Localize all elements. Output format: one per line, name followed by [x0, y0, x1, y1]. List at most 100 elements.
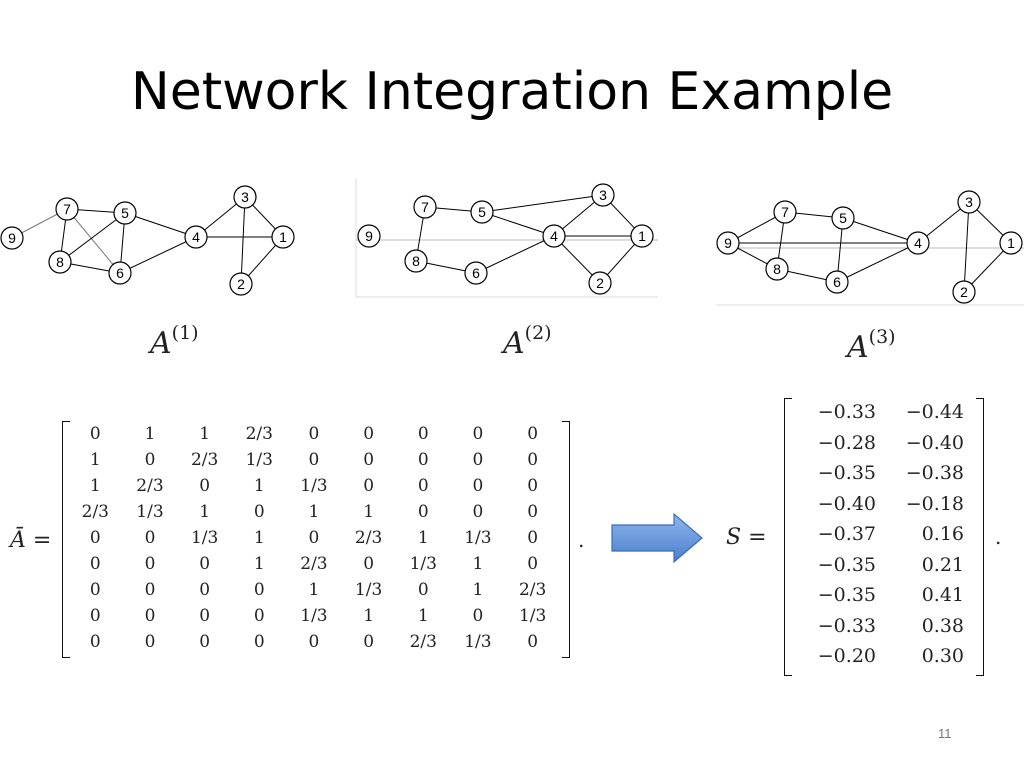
- matrix-cell: 0: [253, 502, 265, 522]
- matrix-cell: 0: [144, 554, 156, 574]
- svg-text:2: 2: [596, 275, 604, 291]
- page-number: 11: [938, 726, 952, 741]
- matrix-cell: 0: [144, 528, 156, 548]
- matrix-cell: 0: [144, 632, 156, 652]
- graph-a2-svg: 9 7 5 8 6 4 3 1 2: [355, 178, 658, 298]
- graph-a3: 9 7 5 8 6 4 3 1 2: [716, 175, 1024, 315]
- matrix-cell: 1/3: [300, 606, 328, 626]
- matrix-cell: 0: [363, 476, 375, 496]
- matrix-cell: −0.28: [817, 431, 876, 454]
- matrix-cell: 1/3: [245, 450, 273, 470]
- svg-text:9: 9: [8, 230, 16, 246]
- graph-a3-node-1: 1: [999, 231, 1023, 255]
- matrix-cell: 0: [89, 424, 101, 444]
- matrix-cell: 0.30: [921, 645, 964, 668]
- matrix-cell: −0.37: [817, 523, 876, 546]
- graph-a1-label: A(1): [150, 322, 199, 361]
- matrix-cell: 0: [472, 450, 484, 470]
- matrix-row: −0.35−0.38: [788, 458, 964, 489]
- svg-text:1: 1: [1007, 235, 1015, 251]
- matrix-cell: 0: [308, 450, 320, 470]
- graph-a2-node-2: 2: [588, 271, 612, 295]
- matrix-cell: −0.40: [817, 492, 876, 515]
- graph-a1-node-7: 7: [55, 197, 79, 221]
- matrix-row: −0.28 −0.40: [788, 428, 964, 459]
- matrix-cell: −0.18: [905, 492, 964, 515]
- graph-a2-node-4: 4: [542, 224, 566, 248]
- graph-a3-node-9: 9: [716, 231, 740, 255]
- svg-text:1: 1: [638, 228, 646, 244]
- svg-text:3: 3: [241, 189, 249, 205]
- matrix-cell: 1/3: [300, 476, 328, 496]
- matrix-cell: 1: [363, 606, 375, 626]
- matrix-cell: 0: [363, 424, 375, 444]
- matrix-cell: 0: [308, 528, 320, 548]
- graph-a3-node-8: 8: [765, 257, 789, 281]
- matrix-a-name: Ā =: [10, 528, 52, 553]
- matrix-cell: 0: [472, 502, 484, 522]
- matrix-cell: 1/3: [464, 632, 492, 652]
- matrix-cell: 0.41: [921, 584, 964, 607]
- svg-text:8: 8: [412, 253, 420, 269]
- matrix-cell: −0.44: [905, 401, 964, 424]
- svg-text:7: 7: [781, 204, 789, 220]
- svg-text:6: 6: [472, 265, 480, 281]
- matrix-cell: 1: [199, 502, 211, 522]
- graph-a1-node-3: 3: [233, 185, 257, 209]
- matrix-row: −0.33 −0.44: [788, 397, 964, 428]
- matrix-cell: −0.40: [905, 431, 964, 454]
- graph-a2-node-3: 3: [591, 183, 615, 207]
- matrix-cell: −0.33: [817, 401, 876, 424]
- matrix-a-left-bracket: [62, 421, 70, 658]
- matrix-cell: 2/3: [136, 476, 164, 496]
- graph-a1-node-9: 9: [0, 226, 24, 250]
- matrix-cell: −0.35: [817, 553, 876, 576]
- graph-a2: 9 7 5 8 6 4 3 1 2: [355, 175, 658, 305]
- right-arrow-icon: [610, 512, 706, 569]
- matrix-cell: 0: [199, 554, 211, 574]
- matrix-cell: 0: [527, 554, 539, 574]
- matrix-cell: 1/3: [409, 554, 437, 574]
- svg-text:4: 4: [550, 228, 558, 244]
- matrix-cell: 0: [89, 554, 101, 574]
- svg-text:7: 7: [421, 199, 429, 215]
- matrix-cell: 1/3: [518, 606, 547, 626]
- matrix-cell: 0: [144, 450, 156, 470]
- matrix-s-right-bracket: [976, 398, 984, 676]
- svg-text:4: 4: [192, 229, 200, 245]
- matrix-cell: 1: [308, 580, 320, 600]
- matrix-cell: 0: [308, 632, 320, 652]
- graph-a2-node-1: 1: [630, 224, 654, 248]
- matrix-cell: 1: [417, 528, 429, 548]
- matrix-cell: 0: [89, 580, 101, 600]
- graph-a2-edges: [415, 194, 643, 284]
- graph-a1-node-8: 8: [48, 250, 72, 274]
- matrix-cell: 0: [417, 580, 429, 600]
- matrix-cell: 1: [144, 424, 156, 444]
- matrix-cell: 1: [89, 450, 101, 470]
- matrix-cell: 0: [199, 580, 211, 600]
- matrix-cell: 0: [253, 606, 265, 626]
- matrix-cell: 0: [199, 606, 211, 626]
- graph-a1: 9 7 5 8 6 4 3 1 2: [0, 175, 300, 310]
- svg-text:7: 7: [63, 201, 71, 217]
- svg-text:5: 5: [478, 204, 486, 220]
- graph-a3-node-3: 3: [957, 190, 981, 214]
- matrix-cell: 1: [472, 554, 484, 574]
- matrix-cell: 0: [472, 424, 484, 444]
- graph-a3-svg: 9 7 5 8 6 4 3 1 2: [716, 190, 1024, 306]
- matrix-cell: 0: [417, 476, 429, 496]
- matrix-cell: 2/3: [81, 502, 109, 522]
- matrix-cell: 0: [472, 606, 484, 626]
